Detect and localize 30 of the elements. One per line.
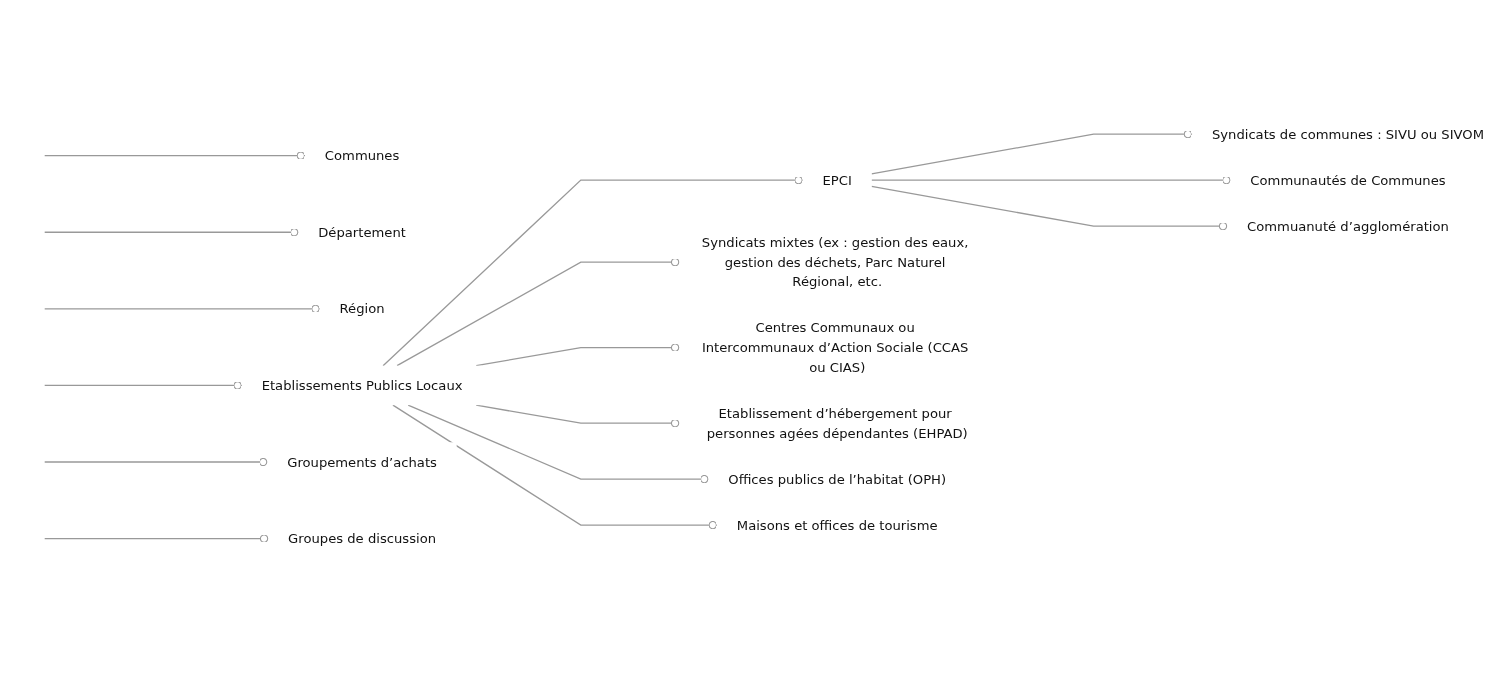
node-text: Centres Communaux ou Intercommunaux d’Action Sociale (CCAS ou CIAS) xyxy=(701,320,969,376)
connector xyxy=(44,228,300,237)
node-text: Syndicats de communes : SIVU ou SIVOM xyxy=(1211,126,1485,143)
node-text: Offices publics de l’habitat (OPH) xyxy=(728,471,947,487)
node-text: Groupes de discussion xyxy=(288,530,437,547)
node-text: Etablissements Publics Locaux xyxy=(261,377,463,394)
connector xyxy=(44,151,306,160)
connector xyxy=(392,404,718,530)
node-text: Communes xyxy=(324,147,400,164)
connector xyxy=(382,176,804,367)
node-text: EPCI xyxy=(822,172,852,189)
node-text: Maisons et offices de tourisme xyxy=(736,517,938,533)
node-text: Syndicats mixtes (ex : gestion des eaux, gestion des déchets, Parc Naturel Régional, etc. xyxy=(701,234,969,290)
node-text: Etablissement d’hébergement pour personnes agées dépendantes (EHPAD) xyxy=(706,405,968,441)
connector xyxy=(44,304,321,313)
node-text: Région xyxy=(339,300,385,317)
connector xyxy=(396,258,681,367)
node-text: Groupements d’achats xyxy=(287,454,437,470)
connector xyxy=(475,404,681,428)
connector xyxy=(44,381,243,390)
connector xyxy=(407,404,710,484)
connector xyxy=(44,534,270,543)
connector xyxy=(870,185,1228,231)
node-text: Département xyxy=(318,224,406,241)
connector xyxy=(44,457,269,467)
connector xyxy=(870,129,1193,175)
node-text: Communautés de Communes xyxy=(1250,172,1446,189)
connector xyxy=(870,176,1232,185)
node-text: Commuanuté d’agglomération xyxy=(1247,218,1449,235)
connector xyxy=(475,343,681,367)
